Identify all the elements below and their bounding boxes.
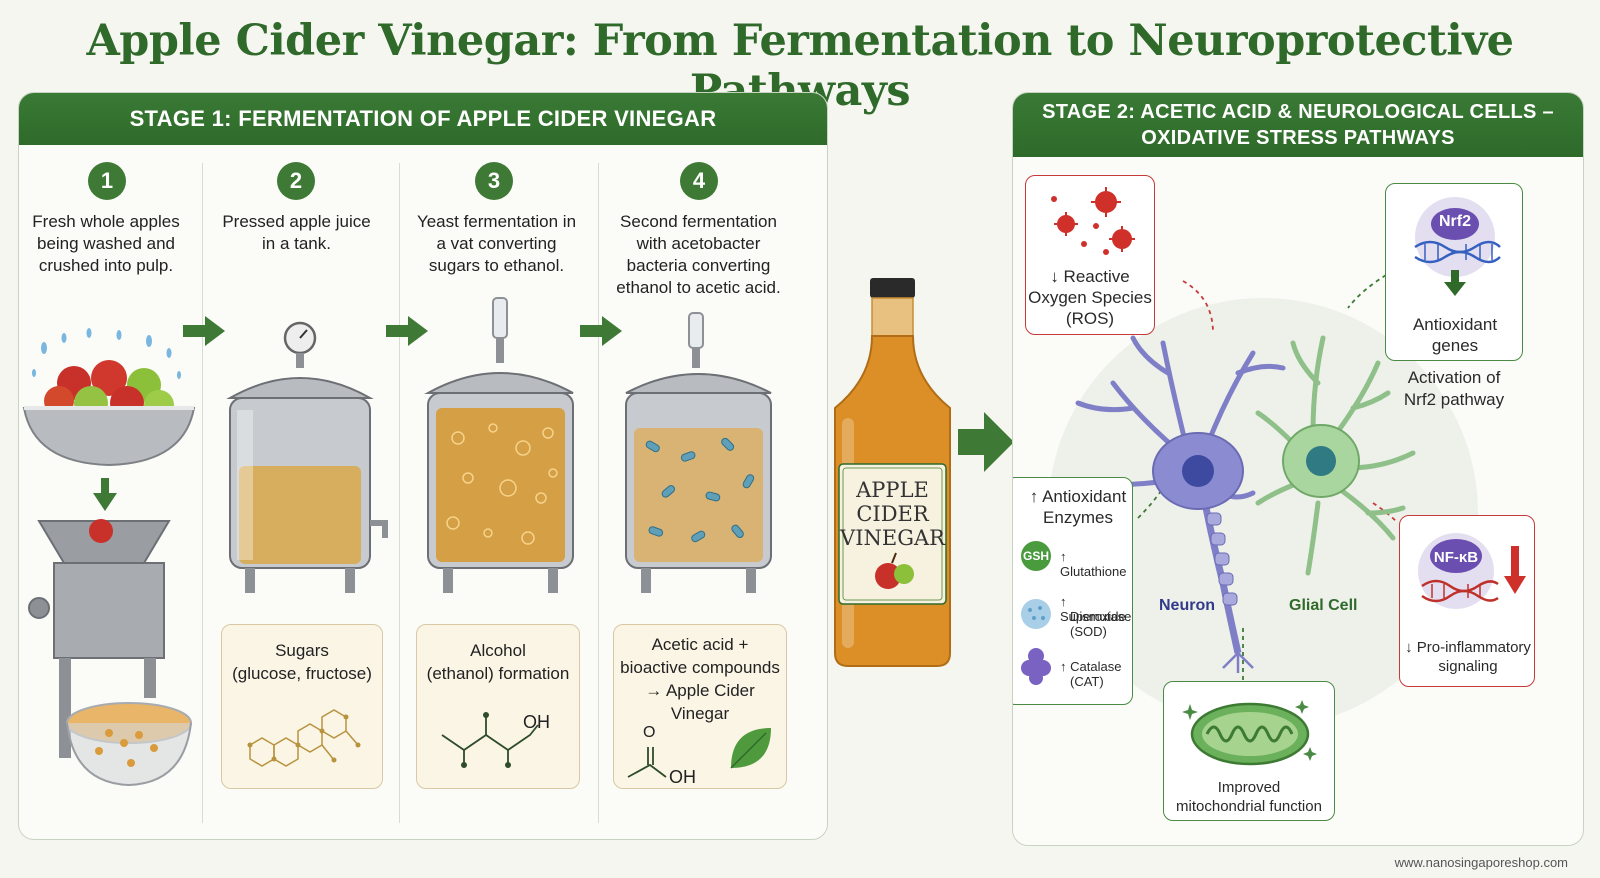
enzymes-title-line-1: ↑ Antioxidant	[1029, 487, 1127, 506]
bottle-label-line-2: CIDER	[856, 502, 929, 526]
stage2-header: STAGE 2: ACETIC ACID & NEUROLOGICAL CELL…	[1013, 93, 1583, 157]
mito-line-1: Improved	[1217, 779, 1281, 796]
flow-arrow-1-2	[183, 316, 225, 346]
sugars-title: Sugars	[275, 641, 329, 660]
step-1-number: 1	[88, 162, 126, 200]
bottle-label-line-3: VINEGAR	[840, 526, 945, 550]
nfkb-line-1: ↓ Pro-inflammatory	[1405, 639, 1531, 656]
sod-line-2: Dismutase	[1070, 609, 1132, 624]
acetic-acid-infobox: Acetic acid + bioactive compounds → Appl…	[613, 624, 787, 789]
flow-arrow-2-3	[386, 316, 428, 346]
juice-tank-illustration	[226, 321, 388, 593]
sugars-subtitle: (glucose, fructose)	[232, 664, 372, 683]
ros-molecules-icon	[1051, 187, 1135, 255]
nfkb-line-2: signaling	[1438, 658, 1498, 675]
bottle-label-line-1: APPLE	[856, 478, 929, 502]
stage2-header-line-1: STAGE 2: ACETIC ACID & NEUROLOGICAL CELL…	[1042, 101, 1554, 123]
website-url: www.nanosingaporeshop.com	[1394, 855, 1568, 870]
alcohol-title: Alcohol	[470, 641, 526, 660]
step-3-text: Yeast fermentation in a vat converting s…	[416, 212, 577, 275]
acetic-acid-molecule-icon	[627, 747, 667, 778]
cells-illustration	[1048, 270, 1478, 728]
ros-line-2: Oxygen Species	[1028, 288, 1152, 307]
glial-cell-label: Glial Cell	[1289, 597, 1358, 614]
enzymes-box: ↑ Antioxidant Enzymes GSH ↑ Glutathione …	[1013, 477, 1133, 705]
enzymes-title-line-2: Enzymes	[1043, 508, 1113, 527]
step-2-text: Pressed apple juice in a tank.	[222, 212, 371, 253]
apples-crusher-illustration	[22, 328, 196, 787]
stage2-header-line-2: OXIDATIVE STRESS PATHWAYS	[1141, 127, 1455, 149]
catalase-line-2: (CAT)	[1070, 674, 1104, 689]
acetic-line-3: → Apple Cider	[645, 681, 755, 700]
nfkb-box: NF-κB ↓ Pro-inflammatory signaling	[1399, 515, 1535, 687]
nrf2-badge: Nrf2	[1438, 213, 1471, 230]
nrf2-caption-line-2: Nrf2 pathway	[1403, 390, 1505, 409]
ethanol-molecule-icon	[441, 712, 539, 768]
nrf2-box: Nrf2 Antioxidant genes	[1385, 183, 1523, 361]
mitochondria-box: Improved mitochondrial function	[1163, 681, 1335, 821]
yeast-fermentation-vat-illustration	[424, 297, 574, 593]
stage2-panel: STAGE 2: ACETIC ACID & NEUROLOGICAL CELL…	[1012, 92, 1584, 846]
column-divider	[202, 163, 203, 823]
acetic-o-label: O	[643, 724, 656, 741]
enzyme-icons	[1021, 541, 1051, 685]
page-title: Apple Cider Vinegar: From Fermentation t…	[86, 16, 1514, 116]
flow-arrow-3-4	[580, 316, 622, 346]
ros-box: ↓ Reactive Oxygen Species (ROS)	[1025, 175, 1155, 335]
neuron-label: Neuron	[1159, 597, 1215, 614]
gsh-badge: GSH	[1022, 549, 1049, 563]
stage1-header: STAGE 1: FERMENTATION OF APPLE CIDER VIN…	[19, 93, 827, 145]
stage1-panel: STAGE 1: FERMENTATION OF APPLE CIDER VIN…	[18, 92, 828, 840]
alcohol-infobox: Alcohol (ethanol) formation OH	[416, 624, 580, 789]
nfkb-dna-icon	[1418, 533, 1526, 609]
sugars-infobox: Sugars (glucose, fructose)	[221, 624, 383, 789]
step-1-text: Fresh whole apples being washed and crus…	[32, 212, 180, 275]
sod-line-1: ↑ Superoxide	[1060, 594, 1126, 624]
acetic-line-4: Vinegar	[670, 704, 730, 723]
column-divider	[598, 163, 599, 823]
column-divider	[399, 163, 400, 823]
sugar-molecule-icon	[247, 709, 361, 767]
sod-line-3: (SOD)	[1070, 624, 1107, 639]
acetobacter-vat-illustration	[625, 312, 772, 593]
nfkb-badge: NF-κB	[1433, 549, 1479, 566]
nrf2-caption-line-1: Activation of	[1407, 368, 1501, 387]
step-3-number: 3	[475, 162, 513, 200]
step-4-number: 4	[680, 162, 718, 200]
ros-line-3: (ROS)	[1065, 309, 1115, 328]
catalase-line-1: ↑ Catalase	[1060, 659, 1122, 674]
glutathione-label: ↑ Glutathione	[1060, 549, 1127, 579]
nrf2-genes-line-2: genes	[1431, 336, 1479, 355]
mitochondria-icon	[1182, 700, 1317, 766]
alcohol-subtitle: (ethanol) formation	[426, 664, 570, 683]
step-4-text: Second fermentation with acetobacter bac…	[616, 212, 781, 297]
acetic-line-1: Acetic acid +	[651, 635, 749, 654]
bottle-to-stage2-arrow	[958, 412, 1014, 472]
acv-bottle-illustration	[834, 278, 951, 667]
ethanol-oh-label: OH	[523, 712, 550, 732]
step-2-number: 2	[277, 162, 315, 200]
nrf2-dna-icon	[1414, 197, 1501, 296]
acetic-line-2: bioactive compounds	[620, 658, 780, 677]
ros-line-1: ↓ Reactive	[1050, 267, 1130, 286]
leaf-icon	[730, 728, 771, 769]
acetic-oh-label: OH	[669, 767, 696, 787]
bottle-label: APPLE CIDER VINEGAR	[839, 478, 946, 550]
mito-line-2: mitochondrial function	[1176, 798, 1322, 815]
nrf2-genes-line-1: Antioxidant	[1412, 315, 1498, 334]
